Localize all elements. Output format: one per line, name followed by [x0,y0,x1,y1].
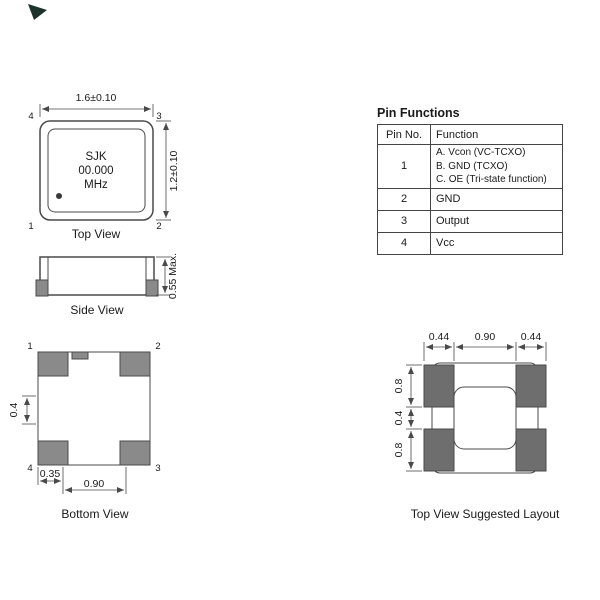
bottom-view-pin-2: 2 [155,341,160,352]
pin-function-cell: Output [430,209,563,233]
bottom-view-span-dim: 0.90 [84,478,105,490]
layout-pad-top-left [423,364,455,408]
side-view-terminal-right [145,279,159,297]
layout-dim-top-right: 0.44 [521,331,542,343]
pin-table-header-row: Pin No. Function [377,124,563,145]
layout-view-drawing: 0.44 0.90 0.44 0.8 0.4 0.8 Top View Sugg… [393,331,560,521]
layout-pad-bottom-left [423,428,455,472]
bottom-view-pin-4: 4 [27,463,32,474]
layout-pad-top-right [515,364,547,408]
pin-number: 2 [377,187,431,211]
pin-functions-section: Pin Functions Pin No. Function 1 A. Vcon… [377,106,567,255]
pin-function-cell: GND [430,187,563,211]
marking-line-1: SJK [85,151,106,163]
pin-table-row-1: 1 A. Vcon (VC-TCXO) B. GND (TCXO) C. OE … [377,144,563,189]
bottom-view-pin-1: 1 [27,341,32,352]
layout-dim-left-bottom: 0.8 [393,443,405,458]
pin-function-cell: A. Vcon (VC-TCXO) B. GND (TCXO) C. OE (T… [430,144,563,189]
bottom-view-pad-1 [37,351,69,377]
pin-table-row-2: 2 GND [377,187,563,211]
pin-function-cell: Vcc [430,231,563,255]
layout-view-caption: Top View Suggested Layout [411,507,560,521]
top-view-width-dim: 1.6±0.10 [76,92,117,104]
layout-dim-top-center: 0.90 [475,331,496,343]
bottom-view-index-tab [71,351,89,360]
pin-table-row-3: 3 Output [377,209,563,233]
marking-line-2: 00.000 [78,165,113,177]
marking-line-3: MHz [84,179,108,191]
top-view-lid-outline [47,128,146,213]
bottom-view-edge-dim: 0.35 [40,468,61,480]
top-view-caption: Top View [72,227,121,241]
top-view-drawing: SJK 00.000 MHz 4 3 1 2 1.6±0.10 1.2±0.10… [28,92,180,241]
pin-function-line: B. GND (TCXO) [436,160,508,172]
layout-pad-bottom-right [515,428,547,472]
pin-functions-title: Pin Functions [377,106,460,120]
side-view-body-outline [39,256,155,296]
pin-number: 1 [377,144,431,189]
layout-outline [431,362,539,474]
pin-number: 3 [377,209,431,233]
pin-table-row-4: 4 Vcc [377,231,563,255]
pin-function-line: A. Vcon (VC-TCXO) [436,147,526,158]
top-view-package-outline [39,120,154,221]
pin-functions-table: Pin No. Function 1 A. Vcon (VC-TCXO) B. … [377,124,563,255]
layout-body-outline [453,386,517,450]
bottom-view-pad-4 [37,440,69,466]
bottom-view-pad-2 [119,351,151,377]
top-view-pin-4: 4 [28,111,33,122]
function-header: Function [430,124,563,145]
bottom-view-outline [37,351,151,466]
side-view-caption: Side View [70,303,123,317]
side-view-drawing: 0.55 Max. Side View [35,253,179,317]
pin-no-header: Pin No. [377,124,431,145]
layout-dim-top-left: 0.44 [429,331,450,343]
bottom-view-caption: Bottom View [61,507,128,521]
pin-function-line: C. OE (Tri-state function) [436,174,547,185]
top-view-pin-2: 2 [156,221,161,232]
bottom-view-pin-3: 3 [155,463,160,474]
bottom-view-pad-3 [119,440,151,466]
bottom-view-pad-dim: 0.4 [8,403,20,418]
pin-number: 4 [377,231,431,255]
side-view-terminal-left [35,279,49,297]
top-view-pin-3: 3 [156,111,161,122]
pin1-dot-indicator [56,193,62,199]
layout-dim-left-middle: 0.4 [393,411,405,426]
side-view-height-dim: 0.55 Max. [167,253,179,299]
top-view-height-dim: 1.2±0.10 [168,150,180,191]
bottom-view-drawing: 1 2 3 4 0.4 0.35 0.90 Bottom View [8,341,161,521]
corner-mark-icon [28,4,47,20]
layout-dim-left-top: 0.8 [393,379,405,394]
top-view-pin-1: 1 [28,221,33,232]
